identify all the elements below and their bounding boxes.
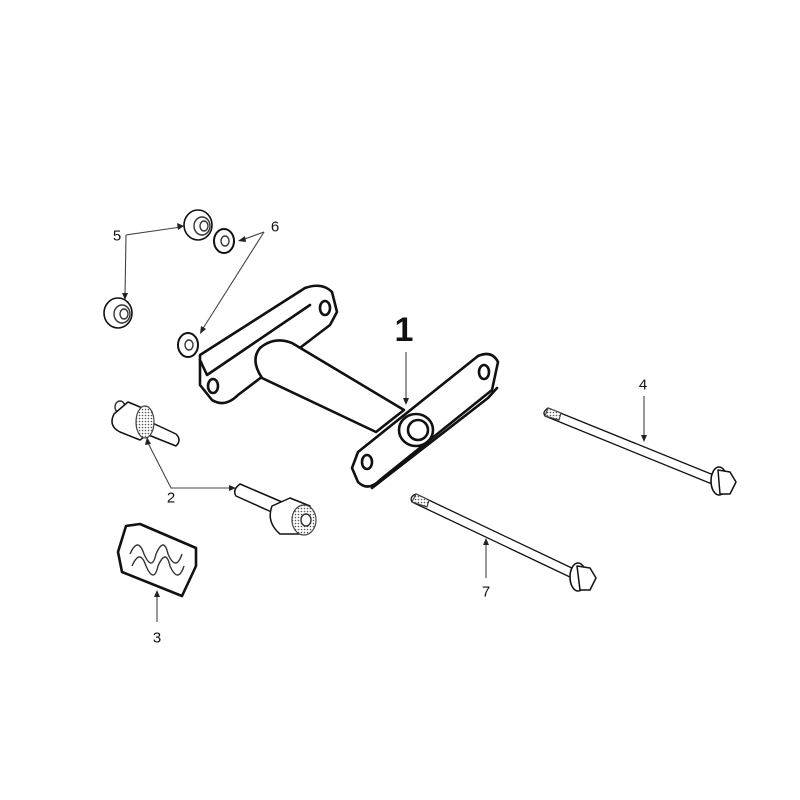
callout-7: 7 <box>481 583 491 601</box>
axle-bracket-assembly[interactable] <box>198 284 500 490</box>
flange-bolt-lower[interactable] <box>410 493 597 592</box>
flange-bolt-upper[interactable] <box>543 407 737 496</box>
bushing-pin-lower[interactable] <box>233 483 317 536</box>
washer-lower[interactable] <box>177 332 199 358</box>
callout-4: 4 <box>638 376 648 394</box>
callout-1: 1 <box>394 311 414 349</box>
callout-6: 6 <box>270 218 280 236</box>
hex-nut-upper[interactable] <box>183 209 213 241</box>
bushing-pin-upper[interactable] <box>111 400 180 447</box>
callout-3: 3 <box>152 629 162 647</box>
washer-upper[interactable] <box>213 228 235 254</box>
leader-lines <box>122 223 647 622</box>
hex-nut-lower[interactable] <box>103 297 133 329</box>
callout-5: 5 <box>112 227 122 245</box>
spring-block[interactable] <box>116 522 198 598</box>
callout-2: 2 <box>166 489 176 507</box>
